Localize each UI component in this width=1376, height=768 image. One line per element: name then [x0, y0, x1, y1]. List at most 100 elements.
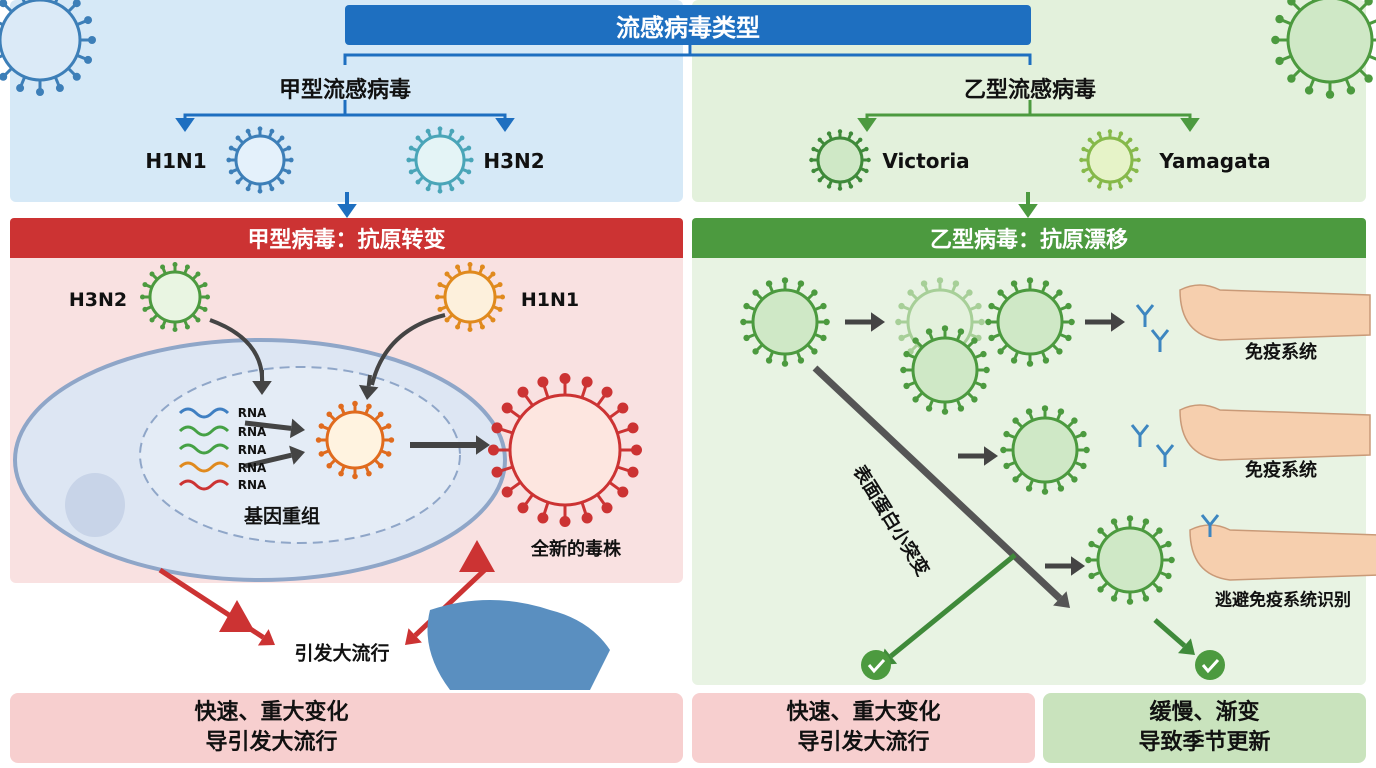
virus-icon — [1085, 515, 1175, 605]
virus-spike-tip — [537, 512, 549, 524]
virus-spike-tip — [459, 135, 465, 141]
virus-body — [414, 134, 466, 186]
virus-spike-tip — [559, 516, 571, 527]
virus-spike-tip — [997, 289, 1004, 296]
virus-spike-tip — [988, 302, 995, 310]
virus-spike-tip — [627, 466, 639, 478]
virus-spike-tip — [898, 334, 905, 342]
virus-body — [148, 270, 202, 324]
virus-spike-tip — [338, 403, 344, 410]
virus-spike-tip — [1118, 131, 1124, 136]
virus-spike-tip — [1003, 462, 1010, 470]
virus-spike-tip — [491, 466, 503, 478]
virus-spike-tip — [978, 318, 985, 326]
virus-spike-tip — [1083, 446, 1090, 454]
virus-spike-tip — [1096, 184, 1102, 189]
virus-spike-tip — [820, 302, 827, 310]
checkmark-icon — [1201, 658, 1220, 674]
virus-spike-tip — [228, 169, 234, 175]
virus-spike-tip — [988, 334, 995, 342]
evade-immune-label: 逃避免疫系统识别 — [1215, 590, 1351, 611]
virus-spike-tip — [1136, 157, 1141, 163]
virus-spike-tip — [500, 294, 505, 300]
virus-spike-tip — [1142, 518, 1150, 525]
summary-line: 导引发大流行 — [797, 730, 930, 755]
antibody-icon — [1130, 424, 1150, 447]
virus-spike-tip — [781, 277, 789, 284]
virus-spike-tip — [1110, 518, 1118, 525]
virus-spike-tip — [366, 403, 372, 410]
virus-spike-tip — [631, 444, 642, 456]
virus-spike-tip — [279, 179, 285, 185]
virus-spike — [21, 0, 27, 4]
warning-icon — [219, 600, 255, 632]
virus-spike-tip — [1107, 186, 1113, 191]
virus-spike-tip — [820, 334, 827, 342]
virus-spike-tip — [752, 348, 759, 355]
virus-spike-tip — [1126, 515, 1134, 522]
virus-icon — [1079, 129, 1141, 191]
virus-spike-tip — [1071, 417, 1078, 424]
arrow-icon — [289, 445, 305, 465]
virus-body — [1011, 416, 1079, 484]
virus-spike — [0, 21, 4, 27]
virus-spike-tip — [84, 55, 93, 64]
virus-spike-tip — [781, 360, 789, 367]
virus-spike-tip — [811, 348, 818, 355]
rna-strand — [178, 425, 230, 437]
shift-header: 甲型病毒：抗原转变 — [10, 218, 683, 258]
virus-spike-tip — [1126, 598, 1134, 605]
virus-spike-tip — [743, 302, 750, 310]
type-b-title: 乙型流感病毒 — [963, 78, 1097, 103]
rna-strand — [178, 461, 230, 473]
virus-spike-tip — [920, 280, 928, 287]
virus-spike-tip — [752, 289, 759, 296]
arrow-icon — [257, 629, 275, 646]
arrow-icon — [244, 420, 292, 431]
virus-spike-tip — [488, 444, 499, 456]
virus-spike-tip — [318, 423, 325, 429]
virus-spike-tip — [617, 402, 629, 414]
virus-spike-tip — [479, 324, 485, 330]
arrow-icon — [1071, 556, 1085, 576]
virus-spike-tip — [377, 462, 384, 469]
arrow-icon — [1018, 204, 1038, 218]
virus-spike-tip — [36, 88, 44, 96]
arrow-icon — [984, 446, 998, 466]
virus-spike-tip — [1000, 446, 1007, 454]
virus-spike-tip — [1081, 168, 1086, 174]
summary-line: 快速、重大变化 — [194, 700, 349, 725]
virus-spike-tip — [797, 357, 805, 364]
rna-label: RNA — [237, 478, 267, 492]
virus-spike-tip — [1088, 572, 1095, 580]
virus-spike-tip — [1097, 586, 1104, 593]
virus-spike-tip — [142, 306, 148, 312]
virus-spike-tip — [1041, 488, 1049, 495]
virus-spike-tip — [1346, 86, 1356, 95]
arrow-icon — [175, 118, 195, 132]
virus-spike-tip — [971, 337, 978, 344]
virus-spike-tip — [1165, 572, 1172, 580]
virus-spike-tip — [437, 126, 443, 132]
virus-spike-tip — [925, 328, 933, 335]
virus-body — [234, 134, 286, 186]
virus-spike-tip — [1056, 289, 1063, 296]
virus-spike-tip — [425, 128, 431, 134]
virus-spike-tip — [326, 462, 333, 469]
virus-spike-tip — [900, 366, 907, 374]
virus-spike-tip — [1304, 86, 1314, 95]
arrow-icon — [370, 313, 446, 386]
virus-spike-tip — [466, 145, 472, 151]
antibody-icon — [1155, 444, 1175, 467]
virus-spike-tip — [1110, 595, 1118, 602]
virus-spike-tip — [228, 145, 234, 151]
virus-icon — [985, 277, 1075, 367]
virus-icon — [435, 262, 505, 332]
arrow-icon — [358, 384, 379, 400]
arrow-icon — [1153, 618, 1187, 648]
arrow-icon — [1178, 638, 1195, 655]
virus-spike-tip — [941, 325, 949, 332]
virus-spike-tip — [202, 282, 208, 288]
pandemic-label: 引发大流行 — [294, 642, 390, 665]
shift-h3n2-label: H3N2 — [68, 289, 128, 311]
